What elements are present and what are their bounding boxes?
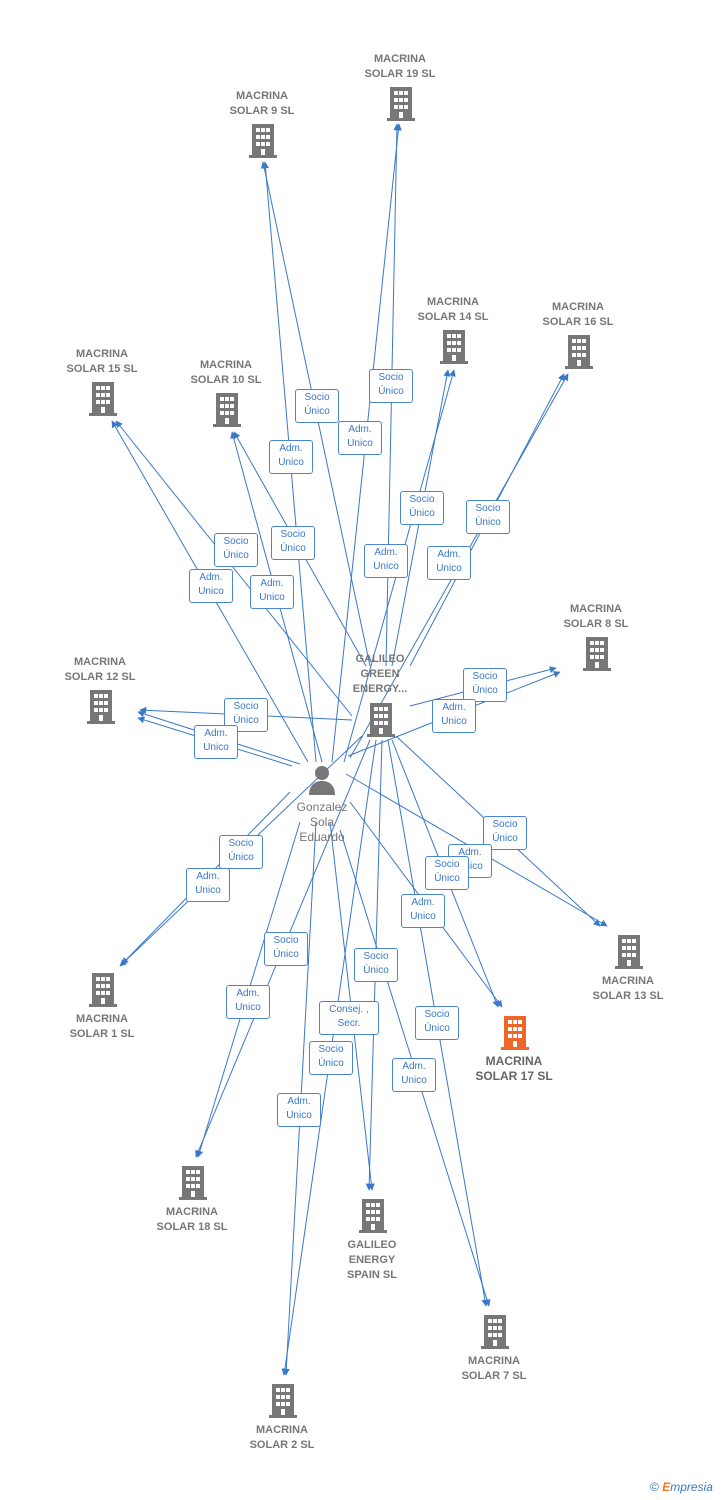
building-icon <box>213 393 241 427</box>
edge-label-adm-unico[interactable]: Adm. Unico <box>392 1058 436 1092</box>
building-icon <box>481 1315 509 1349</box>
building-icon <box>583 637 611 671</box>
node-macrina-solar-15[interactable]: MACRINA SOLAR 15 SL <box>58 347 146 419</box>
node-macrina-solar-1[interactable]: MACRINA SOLAR 1 SL <box>58 972 146 1044</box>
person-icon <box>309 766 335 795</box>
edge-label-adm-unico[interactable]: Adm. Unico <box>427 546 471 580</box>
building-icon <box>179 1166 207 1200</box>
building-icon <box>440 330 468 364</box>
edge-label-socio-unico[interactable]: Socio Único <box>400 491 444 525</box>
copyright-icon: © <box>650 1480 659 1494</box>
node-macrina-solar-10[interactable]: MACRINA SOLAR 10 SL <box>182 358 270 430</box>
node-macrina-solar-12[interactable]: MACRINA SOLAR 12 SL <box>56 655 144 727</box>
node-macrina-solar-7[interactable]: MACRINA SOLAR 7 SL <box>450 1314 538 1386</box>
edge-label-socio-unico[interactable]: Socio Único <box>354 948 398 982</box>
node-macrina-solar-14[interactable]: MACRINA SOLAR 14 SL <box>409 295 497 367</box>
node-macrina-solar-16[interactable]: MACRINA SOLAR 16 SL <box>534 300 622 372</box>
node-macrina-solar-8[interactable]: MACRINA SOLAR 8 SL <box>552 602 640 674</box>
node-macrina-solar-19[interactable]: MACRINA SOLAR 19 SL <box>356 52 444 124</box>
edge-label-socio-unico[interactable]: Socio Único <box>309 1041 353 1075</box>
edge-label-adm-unico[interactable]: Adm. Unico <box>250 575 294 609</box>
footer-brand[interactable]: © Empresia <box>650 1480 713 1494</box>
edge-label-adm-unico[interactable]: Adm. Unico <box>401 894 445 928</box>
node-person-gonzalez-sola-eduardo[interactable]: Gonzalez Sola Eduardo <box>280 764 364 848</box>
edge-label-socio-unico[interactable]: Socio Único <box>219 835 263 869</box>
edge-label-socio-unico[interactable]: Socio Único <box>295 389 339 423</box>
edge-label-socio-unico[interactable]: Socio Único <box>214 533 258 567</box>
node-macrina-solar-2[interactable]: MACRINA SOLAR 2 SL <box>238 1383 326 1455</box>
edge-label-adm-unico[interactable]: Adm. Unico <box>189 569 233 603</box>
building-icon <box>87 690 115 724</box>
brand-logo-e: E <box>662 1480 671 1494</box>
edge-label-socio-unico[interactable]: Socio Único <box>271 526 315 560</box>
building-icon <box>269 1384 297 1418</box>
building-icon <box>565 335 593 369</box>
edge-label-socio-unico[interactable]: Socio Único <box>425 856 469 890</box>
node-galileo-energy-spain[interactable]: GALILEO ENERGY SPAIN SL <box>328 1198 416 1288</box>
edge-label-socio-unico[interactable]: Socio Único <box>463 668 507 702</box>
brand-name: mpresia <box>670 1480 713 1494</box>
edge-label-adm-unico[interactable]: Adm. Unico <box>186 868 230 902</box>
node-macrina-solar-9[interactable]: MACRINA SOLAR 9 SL <box>218 89 306 161</box>
building-icon <box>367 703 395 737</box>
edge-line <box>115 420 353 717</box>
edge-label-adm-unico[interactable]: Adm. Unico <box>277 1093 321 1127</box>
building-icon <box>387 87 415 121</box>
node-macrina-solar-17[interactable]: MACRINA SOLAR 17 SL <box>466 1015 562 1087</box>
building-icon <box>249 124 277 158</box>
building-icon <box>615 935 643 969</box>
edge-label-adm-unico[interactable]: Adm. Unico <box>269 440 313 474</box>
building-icon <box>89 973 117 1007</box>
building-icon <box>89 382 117 416</box>
edge-label-adm-unico[interactable]: Adm. Unico <box>364 544 408 578</box>
edge-label-socio-unico[interactable]: Socio Único <box>466 500 510 534</box>
edge-label-socio-unico[interactable]: Socio Único <box>369 369 413 403</box>
node-macrina-solar-18[interactable]: MACRINA SOLAR 18 SL <box>148 1165 236 1237</box>
building-icon <box>359 1199 387 1233</box>
edge-label-adm-unico[interactable]: Adm. Unico <box>432 699 476 733</box>
edge-label-socio-unico[interactable]: Socio Único <box>415 1006 459 1040</box>
building-icon <box>501 1016 529 1050</box>
edge-label-consej-secr[interactable]: Consej. , Secr. <box>319 1001 379 1035</box>
edge-label-adm-unico[interactable]: Adm. Unico <box>338 421 382 455</box>
node-macrina-solar-13[interactable]: MACRINA SOLAR 13 SL <box>584 934 672 1006</box>
edge-label-socio-unico[interactable]: Socio Único <box>264 932 308 966</box>
edge-label-adm-unico[interactable]: Adm. Unico <box>226 985 270 1019</box>
node-galileo-green-energy[interactable]: GALILEO GREEN ENERGY... <box>340 652 420 742</box>
edge-label-adm-unico[interactable]: Adm. Unico <box>194 725 238 759</box>
